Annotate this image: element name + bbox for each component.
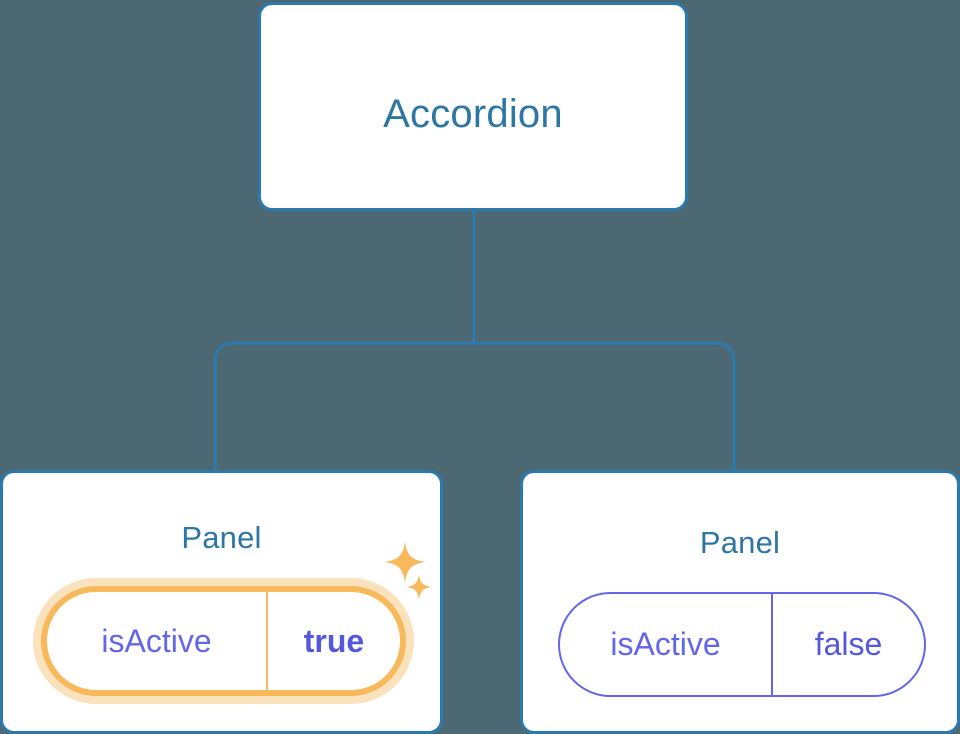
- prop-pill-isactive-false[interactable]: isActive false: [558, 592, 926, 697]
- node-panel-right-title: Panel: [699, 525, 781, 560]
- prop-key-isactive-right: isActive: [560, 594, 773, 695]
- node-accordion-title: Accordion: [383, 92, 563, 136]
- node-accordion[interactable]: Accordion: [258, 2, 688, 211]
- node-panel-left-title: Panel: [181, 520, 262, 555]
- prop-key-isactive-left: isActive: [47, 592, 268, 690]
- sparkle-icon: [406, 574, 432, 600]
- prop-pill-isactive-true[interactable]: isActive true: [41, 586, 406, 696]
- prop-pill-isactive-true-highlight[interactable]: isActive true: [33, 578, 414, 704]
- node-panel-left[interactable]: Panel isActive true: [0, 470, 443, 734]
- prop-value-isactive-right: false: [814, 626, 883, 662]
- sparkle-icon: [384, 541, 426, 583]
- prop-value-isactive-left: true: [303, 622, 365, 659]
- node-panel-right[interactable]: Panel isActive false: [520, 470, 960, 734]
